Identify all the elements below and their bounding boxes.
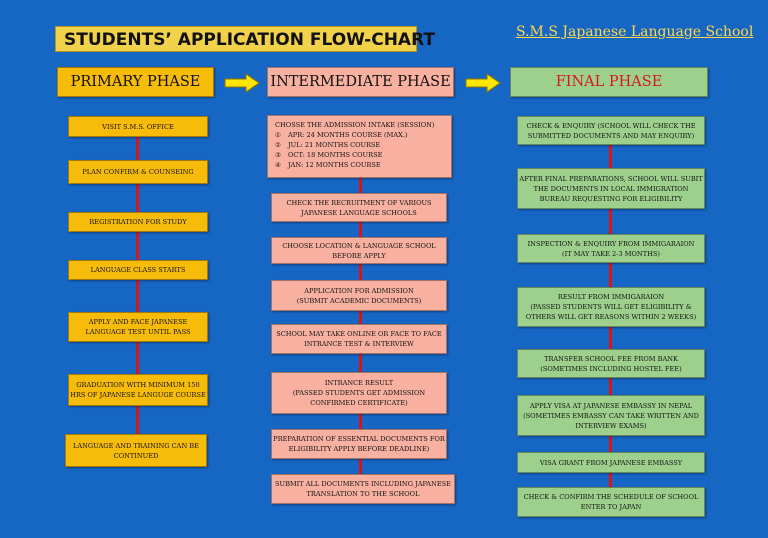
primary-step-5: APPLY AND FACE JAPANESE LANGUAGE TEST UN… — [68, 312, 208, 342]
final-phase-header: FINAL PHASE — [510, 67, 708, 97]
intermediate-step-4: APPLICATION FOR ADMISSION (SUBMIT ACADEM… — [271, 280, 447, 311]
primary-step-4: LANGUAGE CLASS STARTS — [68, 260, 208, 280]
primary-step-7: LANGUAGE AND TRAINING CAN BE CONTINUED — [65, 434, 207, 467]
final-step-7: VISA GRANT FROM JAPANESE EMBASSY — [517, 452, 705, 473]
primary-step-1: VISIT S.M.S. OFFICE — [68, 116, 208, 137]
final-step-8: CHECK & CONFIRM THE SCHEDULE OF SCHOOL E… — [517, 487, 705, 517]
final-step-6: APPLY VISA AT JAPANESE EMBASSY IN NEPAL … — [517, 395, 705, 436]
final-step-1: CHECK & ENQUIRY (SCHOOL WILL CHECK THE S… — [517, 116, 705, 145]
school-name: S.M.S Japanese Language School — [516, 24, 754, 40]
final-step-3: INSPECTION & ENQUIRY FROM IMMIGARAION (I… — [517, 234, 705, 263]
final-step-2: AFTER FINAL PREPARATIONS, SCHOOL WILL SU… — [517, 168, 705, 209]
right-arrow-icon — [224, 73, 260, 93]
right-arrow-icon — [465, 73, 501, 93]
intermediate-step-8: SUBMIT ALL DOCUMENTS INCLUDING JAPANESE … — [271, 474, 455, 504]
page-title: STUDENTS’ APPLICATION FLOW-CHART — [55, 26, 435, 52]
intermediate-step-6: INTRANCE RESULT (PASSED STUDENTS GET ADM… — [271, 372, 447, 414]
intermediate-step-7: PREPARATION OF ESSENTIAL DOCUMENTS FOR E… — [271, 429, 447, 459]
intermediate-step-5: SCHOOL MAY TAKE ONLINE OR FACE TO FACE I… — [271, 324, 447, 354]
final-step-4: RESULT FROM IMMIGARAION (PASSED STUDENTS… — [517, 287, 705, 327]
primary-step-2: PLAN CONFIRM & COUNSEING — [68, 160, 208, 184]
final-step-5: TRANSFER SCHOOL FEE FROM BANK (SOMETIMES… — [517, 349, 705, 378]
intermediate-step-2: CHECK THE RECRUITMENT OF VARIOUS JAPANES… — [271, 193, 447, 222]
intermediate-step-3: CHOOSE LOCATION & LANGUAGE SCHOOL BEFORE… — [271, 237, 447, 264]
primary-phase-header: PRIMARY PHASE — [57, 67, 214, 97]
primary-connector — [136, 130, 139, 440]
intermediate-phase-header: INTERMEDIATE PHASE — [267, 67, 454, 97]
primary-step-3: REGISTRATION FOR STUDY — [68, 212, 208, 232]
primary-step-6: GRADUATION WITH MINIMUM 150 HRS OF JAPAN… — [68, 374, 208, 406]
